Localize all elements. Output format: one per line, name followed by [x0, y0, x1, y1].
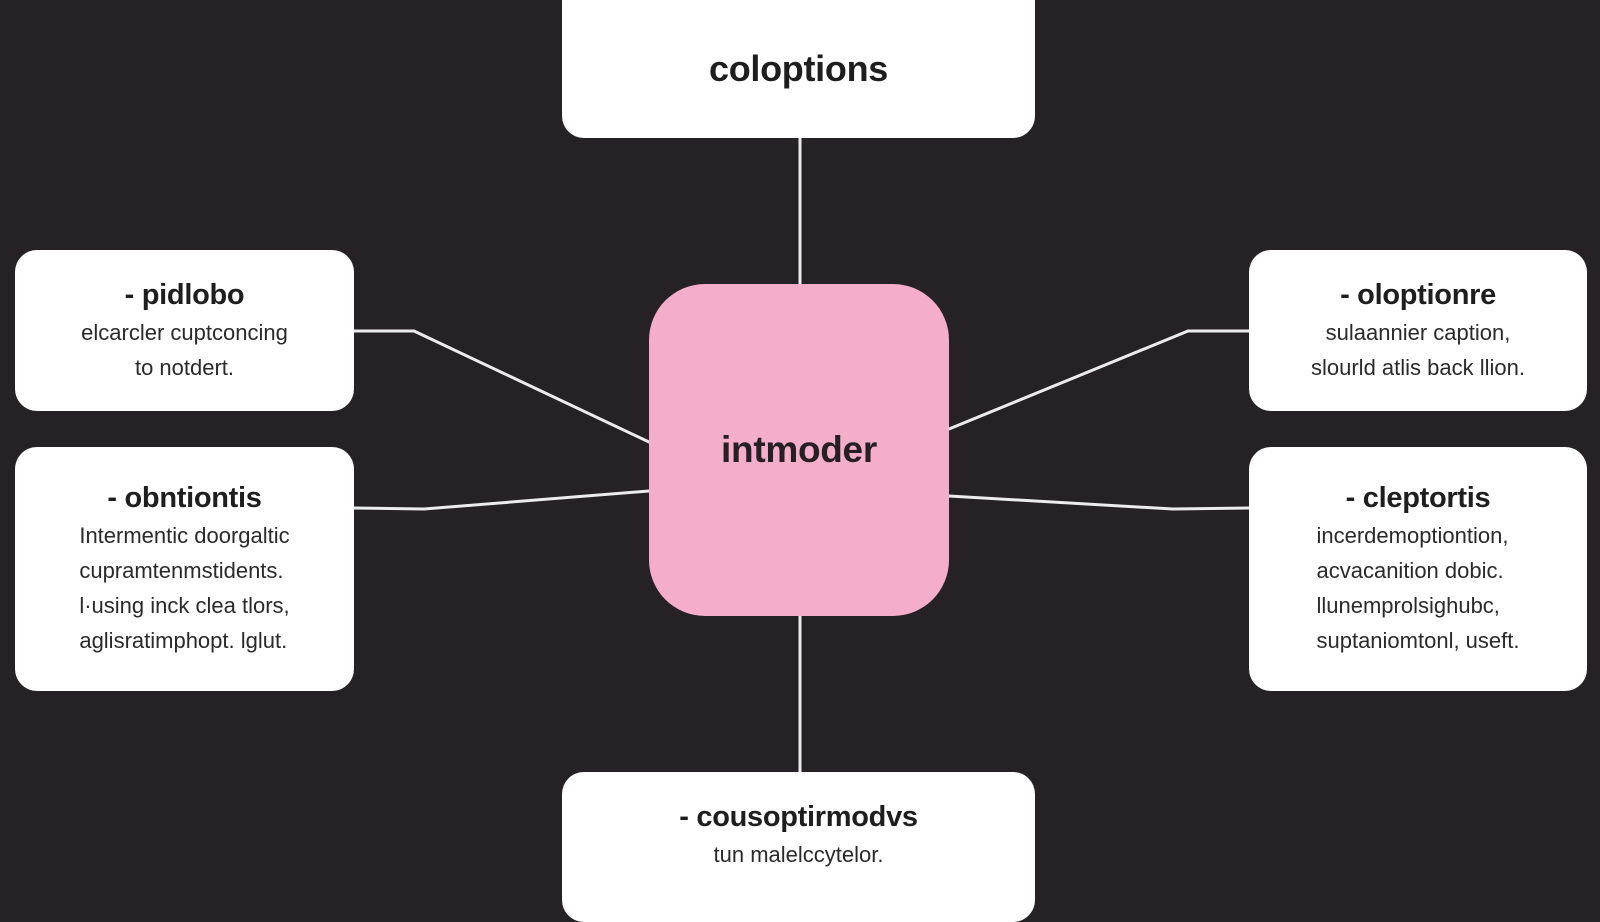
node-right-1: - oloptionre sulaannier caption, slourld… — [1249, 250, 1587, 411]
node-left-2-line: cupramtenmstidents. — [79, 558, 284, 583]
node-left-1-line: elcarcler cuptconcing — [81, 319, 288, 345]
connector-left-1-segment-b — [412, 329, 651, 444]
node-center: intmoder — [649, 284, 949, 616]
node-right-2-line: acvacanition dobic. — [1316, 558, 1504, 583]
node-top-heading: coloptions — [709, 48, 888, 89]
node-right-2-line: incerdemoptiontion, — [1316, 523, 1509, 548]
node-right-2-line: suptaniomtonl, useft. — [1316, 628, 1520, 653]
node-left-2-body: Intermentic doorgaltic cupramtenmstident… — [79, 518, 289, 658]
node-left-1-body: elcarcler cuptconcing to notdert. — [81, 315, 288, 385]
connector-right-1-segment-b — [947, 329, 1190, 431]
node-left-2-line: aglisratimphopt. lglut. — [79, 628, 288, 653]
node-bottom-body: tun malelccytelor. — [714, 837, 884, 872]
node-right-2: - cleptortis incerdemoptiontion, acvacan… — [1249, 447, 1587, 691]
node-left-2-line: l·using inck clea tlors, — [79, 593, 290, 618]
node-right-1-heading: - oloptionre — [1340, 278, 1496, 311]
node-right-2-heading: - cleptortis — [1345, 482, 1491, 514]
node-bottom: - cousoptirmodvs tun malelccytelor. — [562, 772, 1035, 922]
node-left-2-line: Intermentic doorgaltic — [79, 523, 290, 548]
node-right-2-line: llunemprolsighubc, — [1316, 593, 1500, 618]
node-right-2-body: incerdemoptiontion, acvacanition dobic. … — [1316, 518, 1519, 658]
node-left-1: - pidlobo elcarcler cuptconcing to notde… — [15, 250, 354, 411]
node-left-1-heading: - pidlobo — [124, 278, 245, 311]
node-right-1-body: sulaannier caption, slourld atlis back l… — [1311, 315, 1525, 385]
node-bottom-line: tun malelccytelor. — [713, 841, 884, 867]
node-center-heading: intmoder — [721, 429, 877, 470]
connector-left-2-segment-b — [422, 489, 651, 511]
connector-lines — [352, 136, 1251, 774]
node-right-1-line: sulaannier caption, — [1325, 319, 1511, 345]
connector-right-2-segment-b — [947, 494, 1175, 511]
node-left-1-line: to notdert. — [134, 354, 235, 380]
connector-right-2-segment-a — [1171, 506, 1251, 511]
node-left-2: - obntiontis Intermentic doorgaltic cupr… — [15, 447, 354, 691]
node-right-1-line: slourld atlis back llion. — [1311, 354, 1525, 380]
connector-left-2-segment-a — [352, 506, 426, 511]
node-top: coloptions — [562, 0, 1035, 138]
node-bottom-heading: - cousoptirmodvs — [679, 800, 918, 833]
node-left-2-heading: - obntiontis — [107, 482, 262, 514]
